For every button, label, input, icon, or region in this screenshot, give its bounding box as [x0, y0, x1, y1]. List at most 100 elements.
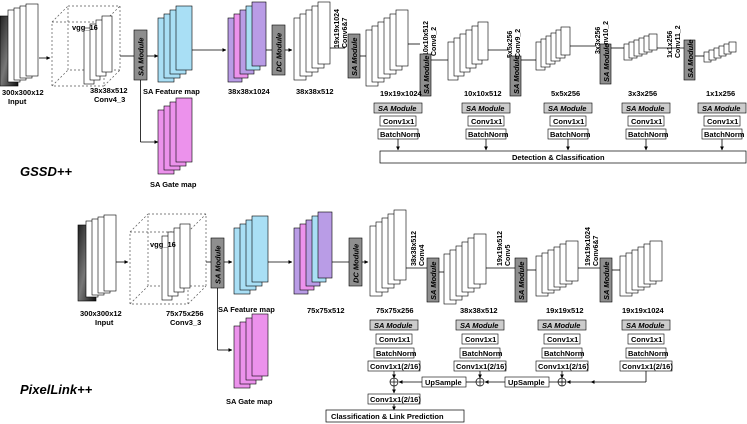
pixellink-vgg-label: vgg_16 — [150, 240, 176, 249]
pixellink-conv5-out: 19x19x512 — [546, 306, 584, 315]
pixellink-dc-output-stack — [369, 209, 407, 297]
pixellink-concat-stack — [293, 211, 333, 295]
gssd-sa-module-2-label: SA Module — [350, 38, 359, 76]
gssd-detection-heads: SA Module Conv1x1 BatchNorm SA Module Co… — [373, 102, 747, 151]
gssd-head-bn-1: BatchNorm — [468, 130, 509, 139]
gssd-conv-label: 38x38x512 — [90, 86, 128, 95]
gssd-sa-feature-label: SA Feature map — [143, 87, 200, 96]
gssd-input-sub: Input — [8, 97, 27, 106]
gssd-head-conv-4: Conv1x1 — [707, 117, 738, 126]
gssd-sa-module-5 — [599, 43, 612, 85]
gssd-dc-output-stack — [293, 1, 331, 81]
pixellink-head-bn-0: BatchNorm — [376, 349, 417, 358]
pixellink-conv67-size: 19x19x1024 — [585, 227, 592, 266]
pixellink-heads: SA Module Conv1x1 BatchNorm Conv1x1(2/16… — [367, 319, 673, 411]
pixellink-sa-module-4 — [599, 257, 613, 303]
pixellink-head-conv-2: Conv1x1 — [547, 335, 578, 344]
gssd-sa-module-4 — [509, 55, 522, 97]
gssd-sa-feature-stack — [157, 5, 193, 83]
pixellink-vgg-block — [129, 213, 207, 305]
pixellink-head-bn-3: BatchNorm — [628, 349, 669, 358]
gssd-title: GSSD++ — [20, 164, 72, 179]
pixellink-sa-module-3-label: SA Module — [517, 262, 526, 300]
gssd-head-bn-4: BatchNorm — [704, 130, 745, 139]
pixellink-conv4-name: Conv4 — [419, 245, 426, 267]
pixellink-section: 300x300x12 Input vgg_16 75x75x256 Conv3_… — [20, 209, 673, 423]
gssd-feat-19-stack — [365, 9, 409, 87]
gssd-head-conv-2: Conv1x1 — [553, 117, 584, 126]
gssd-conv9-name: Conv9_2 — [515, 29, 522, 58]
pixellink-sa-gate-label: SA Gate map — [226, 397, 273, 406]
pixellink-concat-label: 75x75x512 — [307, 306, 345, 315]
gssd-feat-1-stack — [703, 41, 737, 63]
pixellink-head-sa-1: SA Module — [460, 321, 498, 330]
gssd-head-bn-0: BatchNorm — [380, 130, 421, 139]
gssd-conv10-size: 3x3x256 — [595, 27, 602, 54]
pixellink-input-label: 300x300x12 — [80, 309, 122, 318]
gssd-sa-module-3 — [419, 53, 432, 97]
gssd-concat-label: 38x38x1024 — [228, 87, 271, 96]
pixellink-title: PixelLink++ — [20, 382, 93, 397]
pixellink-head-sa-3: SA Module — [626, 321, 664, 330]
gssd-sa-module-6 — [683, 39, 696, 81]
pixellink-head-sa-0: SA Module — [374, 321, 412, 330]
gssd-input-label: 300x300x12 — [2, 88, 44, 97]
pixellink-upsample-1: UpSample — [508, 378, 545, 387]
gssd-input-stack — [0, 3, 39, 87]
gssd-feat-5-stack — [535, 26, 571, 71]
pixellink-conv67-out: 19x19x1024 — [622, 306, 665, 315]
gssd-feat-label-1: 10x10x512 — [464, 89, 502, 98]
gssd-head-conv-0: Conv1x1 — [383, 117, 414, 126]
gssd-feat-label-3: 3x3x256 — [628, 89, 657, 98]
pixellink-feat-19b-stack — [619, 240, 663, 297]
gssd-section: 300x300x12 Input vgg_16 38x38x512 Conv4_… — [0, 1, 747, 189]
pixellink-conv4-size: 38x38x512 — [411, 231, 418, 266]
pixellink-classification-box — [325, 409, 465, 423]
gssd-sa-module-3-label: SA Module — [422, 56, 431, 94]
gssd-detection-label: Detection & Classification — [512, 153, 605, 162]
pixellink-head-conv-1: Conv1x1 — [465, 335, 496, 344]
gssd-sa-gate-stack — [157, 97, 193, 175]
gssd-sa-module-label: SA Module — [137, 38, 146, 76]
gssd-feat-label-0: 19x19x1024 — [380, 89, 423, 98]
gssd-sa-module-6-label: SA Module — [686, 40, 695, 78]
pixellink-sa-module-4-label: SA Module — [602, 262, 611, 300]
gssd-head-sa-0: SA Module — [378, 104, 416, 113]
gssd-detection-box — [379, 150, 747, 164]
pixellink-conv4-out: 38x38x512 — [460, 306, 498, 315]
gssd-conv11-name: Conv11_2 — [675, 25, 682, 58]
pixellink-conv-sub: Conv3_3 — [170, 318, 201, 327]
gssd-head-sa-4: SA Module — [702, 104, 740, 113]
pixellink-sa-feature-stack — [233, 215, 269, 295]
pixellink-conv67-name: Conv6&7 — [593, 236, 600, 266]
gssd-conv11-size: 1x1x256 — [667, 31, 674, 58]
pixellink-head-conv216-2: Conv1x1(2/16) — [538, 362, 589, 371]
gssd-sa-module-4-label: SA Module — [512, 56, 521, 94]
gssd-conv9-size: 5x5x256 — [507, 31, 514, 58]
pixellink-sa-module-2-label: SA Module — [429, 262, 438, 300]
gssd-feat-3-stack — [623, 33, 658, 61]
gssd-vgg-label: vgg_16 — [72, 23, 98, 32]
pixellink-final-conv: Conv1x1(2/16) — [370, 395, 421, 404]
pixellink-input-stack — [77, 214, 117, 302]
gssd-sa-module-5-label: SA Module — [602, 44, 611, 82]
pixellink-sa-gate-stack — [233, 313, 269, 389]
pixellink-sa-module-3 — [514, 257, 528, 303]
pixellink-feat-19a-stack — [535, 240, 579, 297]
pixellink-head-conv216-1: Conv1x1(2/16) — [456, 362, 507, 371]
gssd-feat-label-2: 5x5x256 — [551, 89, 580, 98]
gssd-conv67-name: Conv6&7 — [342, 18, 349, 48]
pixellink-head-bn-1: BatchNorm — [462, 349, 503, 358]
gssd-vgg-block — [51, 5, 121, 87]
gssd-conv8-size: 10x10x512 — [423, 21, 430, 56]
pixellink-classification-label: Classification & Link Prediction — [331, 412, 444, 421]
pixellink-conv5-name: Conv5 — [505, 245, 512, 267]
pixellink-head-bn-2: BatchNorm — [544, 349, 585, 358]
gssd-conv67-size: 19x19x1024 — [334, 9, 341, 48]
pixellink-head-conv216-0: Conv1x1(2/16) — [370, 362, 421, 371]
pixellink-input-sub: Input — [95, 318, 114, 327]
gssd-head-bn-3: BatchNorm — [628, 130, 669, 139]
pixellink-head-conv216-3: Conv1x1(2/16) — [622, 362, 673, 371]
gssd-head-sa-3: SA Module — [626, 104, 664, 113]
